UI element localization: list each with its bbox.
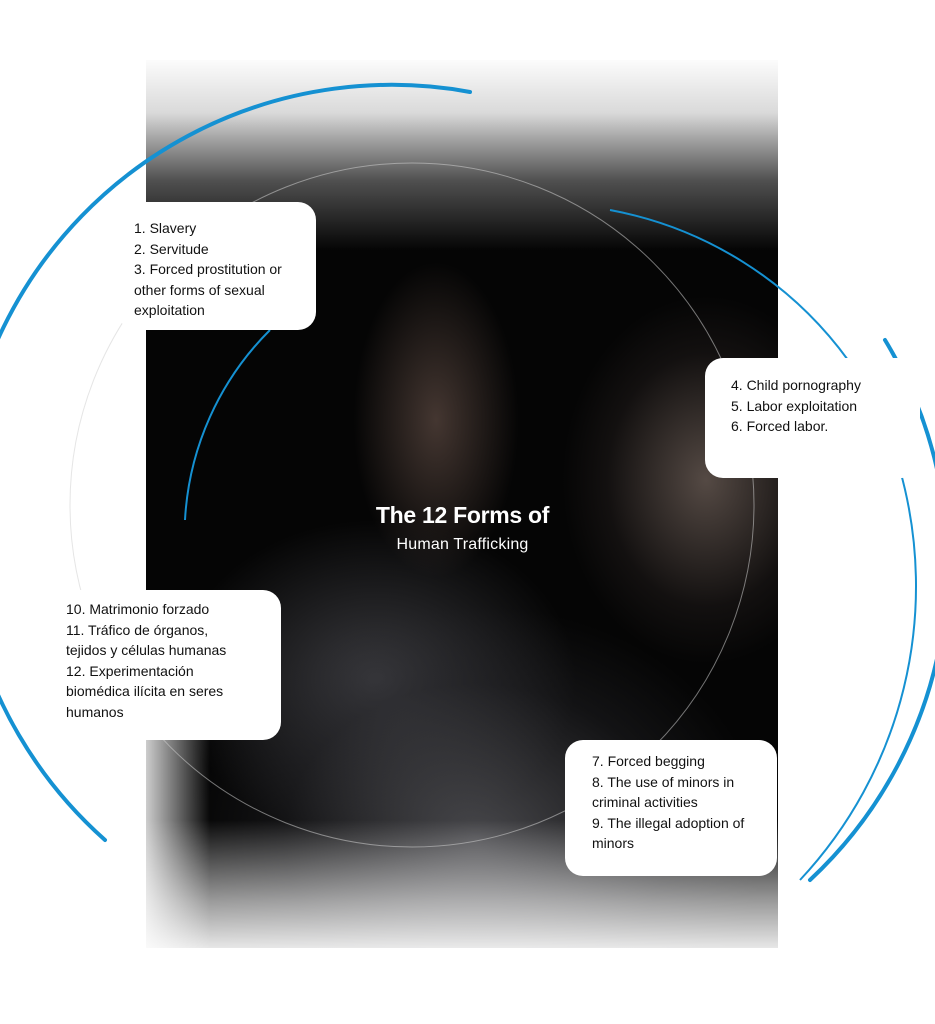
card-line: 4. Child pornography	[731, 377, 861, 393]
inner-ring-arc-left	[184, 329, 271, 521]
card-line: biomédica ilícita en seres	[66, 683, 224, 700]
card-line: 11. Tráfico de órganos,	[66, 621, 209, 638]
card-line: 9. The illegal adoption of	[592, 814, 745, 831]
card-line: tejidos y células humanas	[66, 642, 227, 659]
card-line: 5. Labor exploitation	[731, 397, 858, 414]
card-line: 7. Forced begging	[592, 753, 705, 769]
title-main: The 12 Forms of	[375, 502, 550, 528]
outer-ring-arc-right	[808, 338, 935, 882]
card-line: 2. Servitude	[134, 240, 209, 257]
card-forms-4-6: 4. Child pornography 5. Labor exploitati…	[705, 358, 920, 478]
card-line: minors	[592, 835, 635, 852]
card-line: criminal activities	[592, 794, 698, 811]
card-forms-1-3: 1. Slavery 2. Servitude 3. Forced prosti…	[118, 202, 316, 330]
card-line: 8. The use of minors in	[592, 773, 735, 790]
card-forms-10-12: 10. Matrimonio forzado 11. Tráfico de ór…	[40, 590, 281, 740]
card-line: 10. Matrimonio forzado	[66, 601, 210, 617]
card-forms-7-9: 7. Forced begging 8. The use of minors i…	[565, 740, 777, 876]
title-block: The 12 Forms of Human Trafficking	[300, 500, 625, 556]
card-line: humanos	[66, 703, 124, 720]
title-subtitle: Human Trafficking	[396, 536, 529, 553]
outer-ring-arc-top-left	[0, 82, 472, 842]
card-line: 6. Forced labor.	[731, 418, 829, 435]
card-line: 12. Experimentación	[66, 662, 194, 679]
card-line: 3. Forced prostitution or	[134, 261, 282, 278]
card-line: other forms of sexual	[134, 281, 265, 298]
thin-grey-ring	[69, 162, 755, 848]
middle-ring-arc-right	[799, 469, 918, 881]
inner-ring-arc-top-right	[609, 209, 849, 361]
card-line: 1. Slavery	[134, 220, 197, 236]
card-line: exploitation	[134, 302, 205, 319]
